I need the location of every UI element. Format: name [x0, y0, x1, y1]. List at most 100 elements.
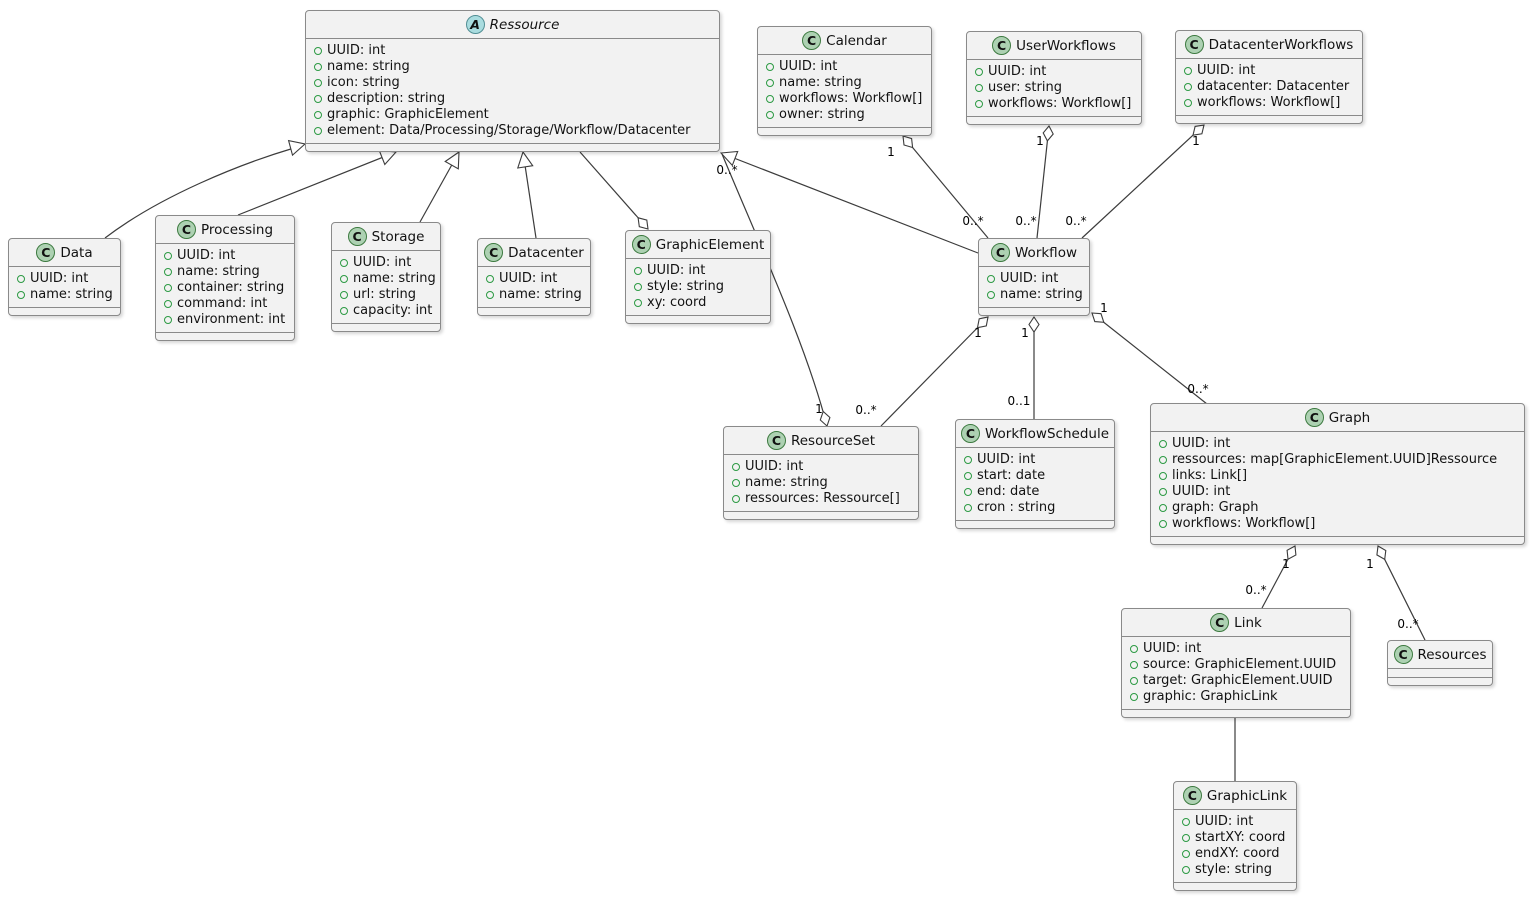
field-visibility-icon [1130, 645, 1138, 653]
class-methods-compartment [956, 521, 1114, 528]
class-methods-compartment [979, 308, 1089, 315]
class-attribute-row: datacenter: Datacenter [1184, 79, 1354, 95]
class-attribute-row: ressources: Ressource[] [732, 491, 910, 507]
class-attribute-row: name: string [17, 287, 113, 303]
class-icon: C [1393, 645, 1413, 664]
attribute-text: name: string [30, 287, 113, 302]
class-icon: C [484, 243, 504, 262]
inheritance-arrow [287, 139, 307, 157]
field-visibility-icon [766, 79, 774, 87]
class-methods-compartment [1174, 883, 1296, 890]
aggregation-diamond [1091, 312, 1105, 323]
attribute-text: user: string [988, 80, 1062, 95]
class-methods-compartment [332, 324, 440, 331]
multiplicity-label: 1 [1282, 557, 1290, 571]
field-visibility-icon [975, 84, 983, 92]
class-attribute-row: workflows: Workflow[] [766, 91, 923, 107]
attribute-text: graphic: GraphicElement [327, 107, 489, 122]
class-icon: C [1304, 408, 1324, 427]
class-name: Resources [1417, 646, 1487, 663]
class-methods-compartment [9, 308, 120, 315]
class-attribute-row: workflows: Workflow[] [975, 96, 1133, 112]
class-attribute-row: ressources: map[GraphicElement.UUID]Ress… [1159, 452, 1516, 468]
relationship-line-userworkflows_workflow [1036, 125, 1050, 239]
field-visibility-icon [314, 95, 322, 103]
class-attribute-row: description: string [314, 91, 711, 107]
attribute-text: start: date [977, 468, 1046, 483]
class-attribute-row: name: string [732, 475, 910, 491]
aggregation-diamond [902, 135, 914, 149]
field-visibility-icon [1130, 661, 1138, 669]
class-methods-compartment [1151, 537, 1524, 544]
multiplicity-label: 1 [1021, 326, 1029, 340]
class-icon: C [991, 243, 1010, 262]
class-attributes [1388, 669, 1492, 678]
multiplicity-label: 0..* [1187, 382, 1209, 396]
class-attribute-row: icon: string [314, 75, 711, 91]
attribute-text: startXY: coord [1195, 830, 1286, 845]
class-attribute-row: name: string [164, 264, 286, 280]
class-attribute-row: UUID: int [1159, 436, 1516, 452]
field-visibility-icon [732, 463, 740, 471]
field-visibility-icon [634, 267, 642, 275]
class-name: Calendar [826, 32, 887, 49]
field-visibility-icon [164, 316, 172, 324]
class-attribute-row: source: GraphicElement.UUID [1130, 657, 1342, 673]
class-attribute-row: links: Link[] [1159, 468, 1516, 484]
class-attribute-row: target: GraphicElement.UUID [1130, 673, 1342, 689]
relationship-line-graph_link [1261, 545, 1296, 609]
class-icon: C [1182, 786, 1202, 805]
field-visibility-icon [1182, 850, 1190, 858]
class-name: GraphicElement [655, 236, 765, 253]
class-attribute-row: style: string [634, 279, 762, 295]
class-attribute-row: name: string [486, 287, 582, 303]
class-attribute-row: start: date [964, 468, 1106, 484]
attribute-text: description: string [327, 91, 446, 106]
multiplicity-label: 0..* [1015, 214, 1037, 228]
field-visibility-icon [1159, 488, 1167, 496]
field-visibility-icon [486, 275, 494, 283]
field-visibility-icon [164, 300, 172, 308]
class-icon: C [631, 235, 651, 254]
field-visibility-icon [340, 259, 348, 267]
class-attribute-row: end: date [964, 484, 1106, 500]
field-visibility-icon [1182, 834, 1190, 842]
attribute-text: UUID: int [977, 452, 1036, 467]
field-visibility-icon [1184, 67, 1192, 75]
field-visibility-icon [340, 275, 348, 283]
multiplicity-label: 1 [887, 145, 895, 159]
class-methods-compartment [967, 117, 1141, 124]
attribute-text: name: string [745, 475, 828, 490]
class-name: DatacenterWorkflows [1208, 36, 1354, 53]
class-name: Datacenter [508, 244, 584, 261]
class-name: GraphicLink [1206, 787, 1288, 804]
inheritance-arrow [378, 149, 398, 166]
multiplicity-label: 0..* [1245, 583, 1267, 597]
attribute-text: name: string [177, 264, 260, 279]
attribute-text: UUID: int [779, 59, 838, 74]
attribute-text: graph: Graph [1172, 500, 1259, 515]
attribute-text: UUID: int [1195, 814, 1254, 829]
class-attribute-row: command: int [164, 296, 286, 312]
aggregation-diamond [1028, 316, 1040, 333]
attribute-text: name: string [1000, 287, 1083, 302]
attribute-text: name: string [353, 271, 436, 286]
multiplicity-label: 1 [815, 402, 823, 416]
aggregation-diamond [1192, 124, 1205, 136]
